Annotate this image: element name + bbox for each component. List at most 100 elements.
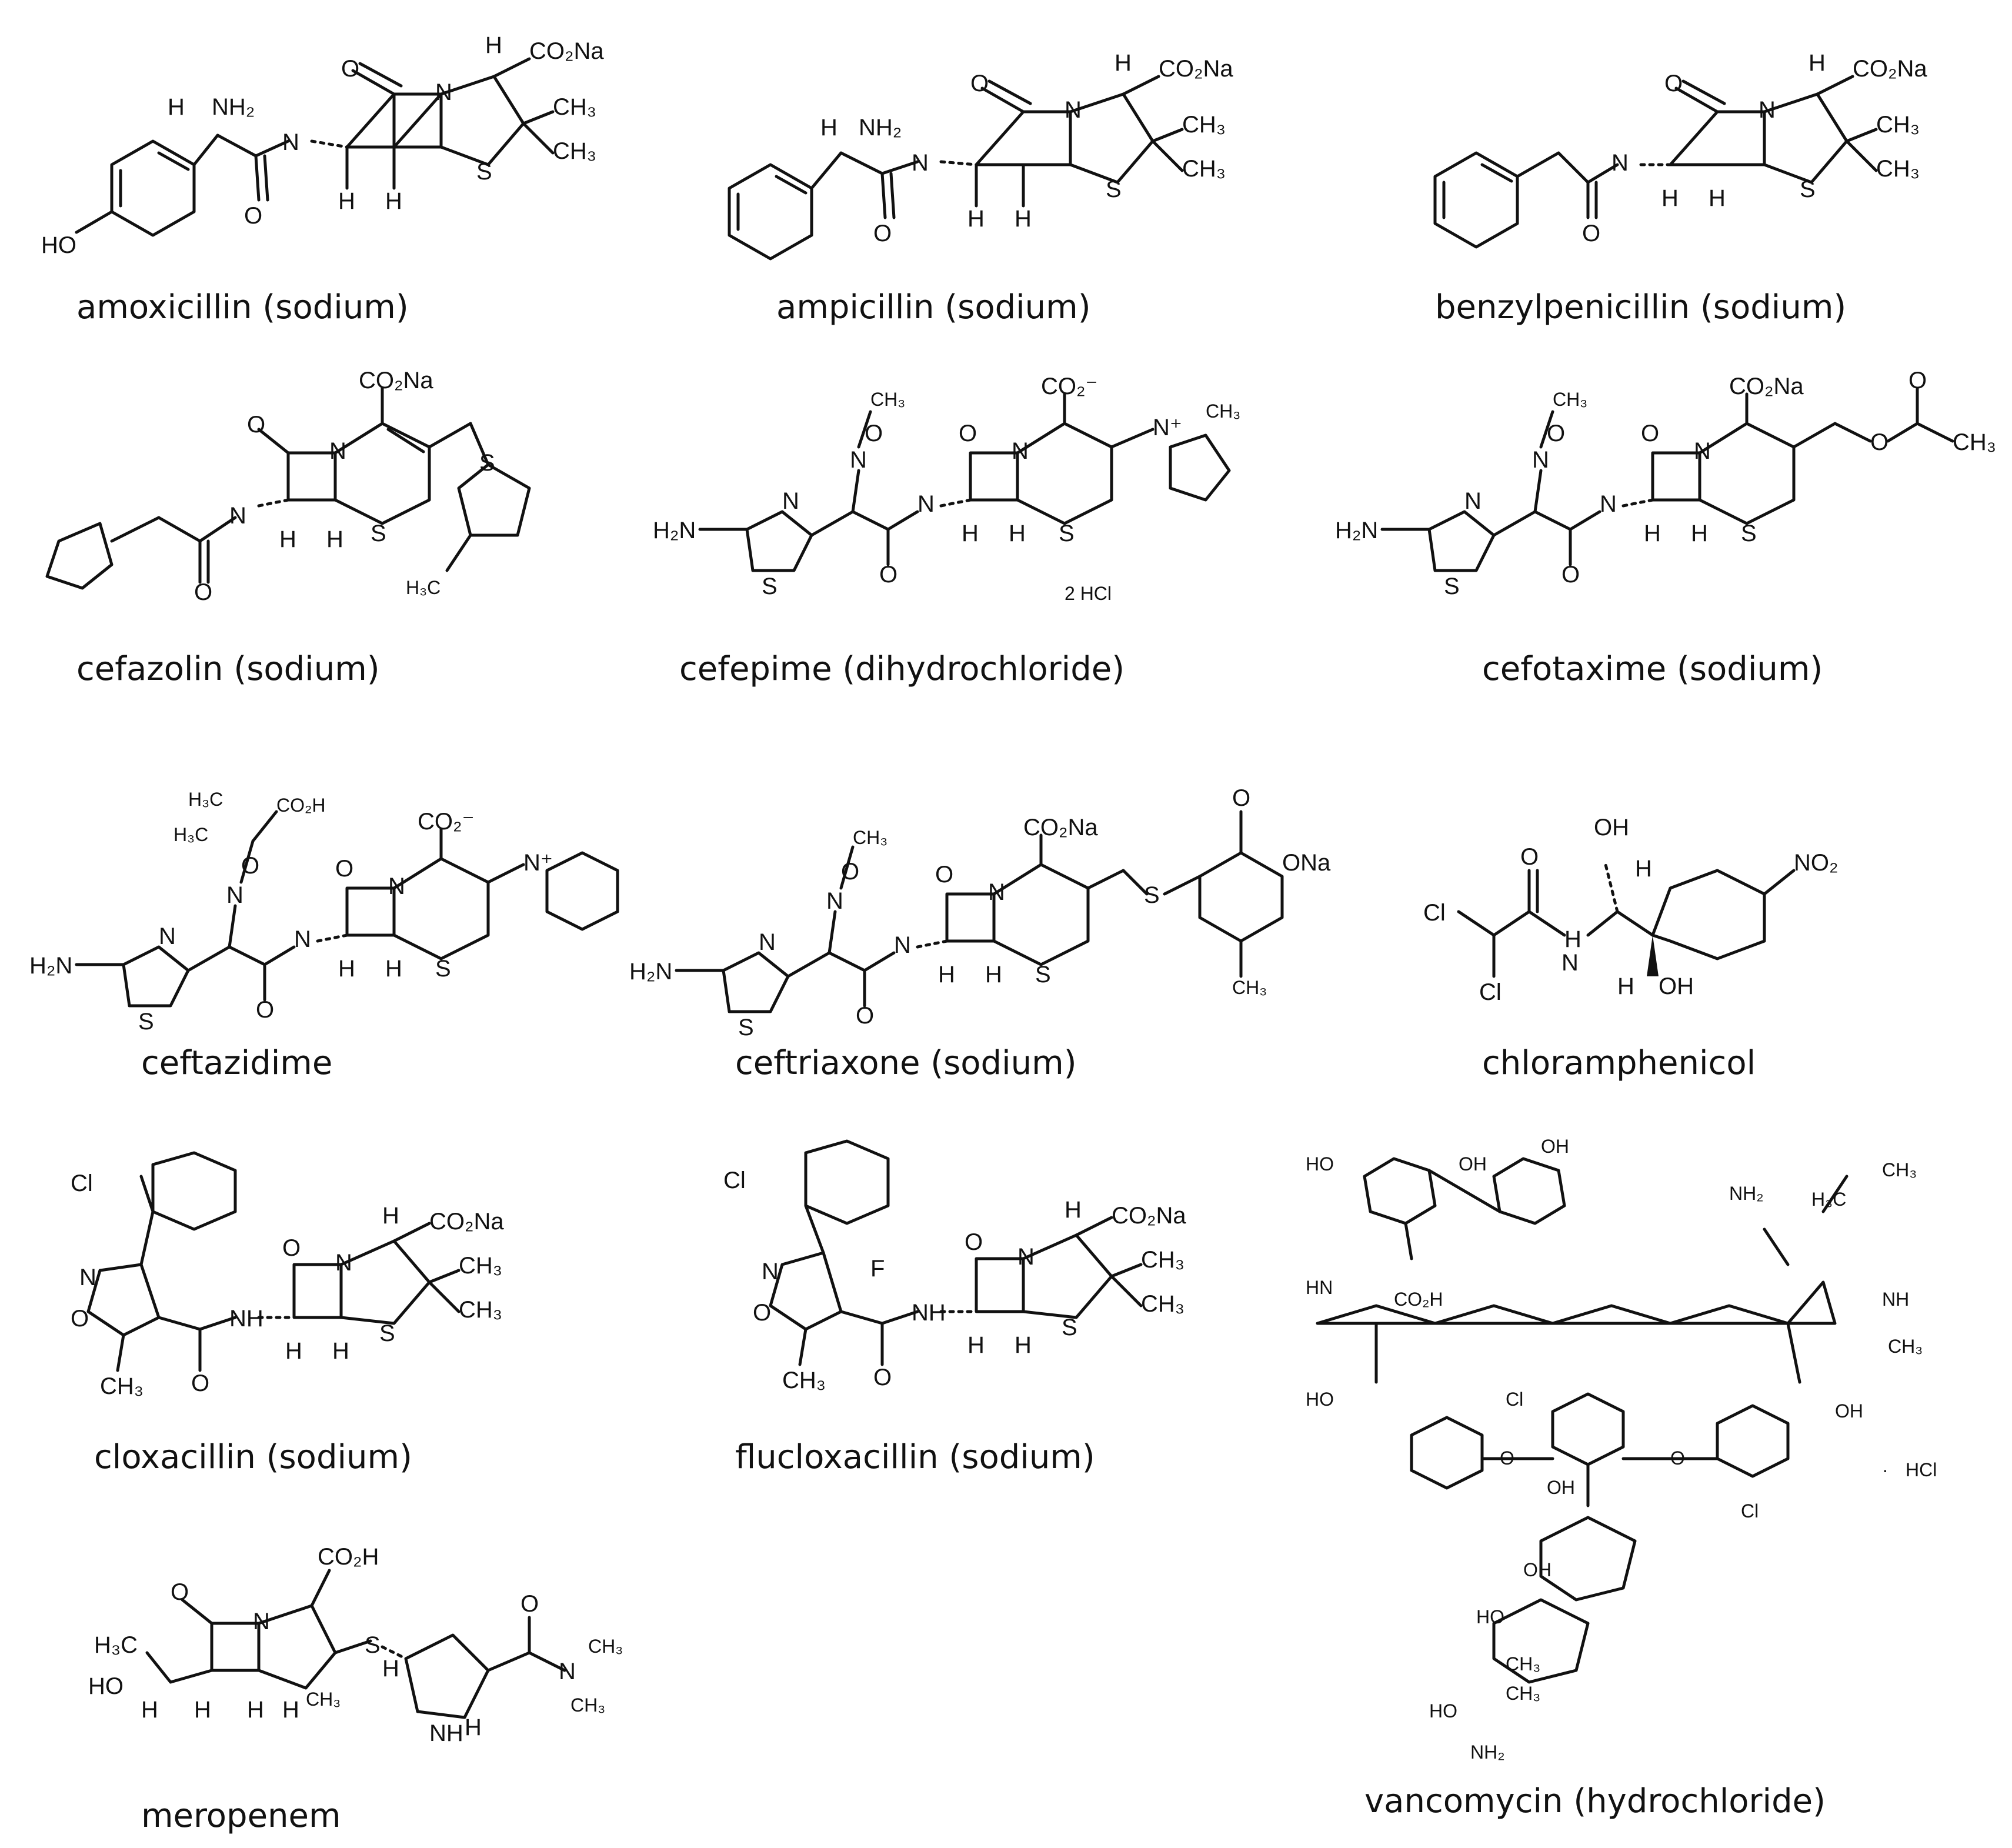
atom-oh: OH — [1541, 1136, 1569, 1157]
atom-s: S — [1035, 962, 1051, 988]
atom-ch3: CH₃ — [1876, 112, 1920, 138]
atom-h3c: H₃C — [94, 1632, 138, 1658]
atom-cl: Cl — [1506, 1389, 1523, 1410]
atom-ch3: CH₃ — [553, 94, 596, 120]
atom-h: H — [938, 962, 955, 988]
atom-h: H — [485, 32, 502, 58]
compound-name-ampicillin: ampicillin (sodium) — [776, 288, 1091, 326]
atom-n: N — [329, 438, 346, 464]
atom-o: O — [241, 853, 259, 879]
atom-h: H — [1617, 973, 1634, 999]
atom-o: O — [865, 421, 883, 446]
atom-h: H — [338, 188, 355, 214]
atom-ch3: CH₃ — [1876, 156, 1920, 182]
atom-nh2: NH₂ — [1729, 1183, 1764, 1204]
atom-h: H — [1644, 521, 1661, 546]
atom-o: O — [965, 1229, 983, 1255]
atom-o: O — [1500, 1447, 1514, 1469]
atom-o: O — [1664, 71, 1683, 96]
atom-n: N — [762, 1259, 779, 1285]
atom-ona: ONa — [1282, 850, 1331, 876]
atom-s: S — [371, 521, 386, 546]
salt-dot: · — [1882, 1459, 1888, 1480]
atom-h: H — [326, 526, 343, 552]
atom-h: H — [962, 521, 979, 546]
atom-co2na: CO₂Na — [359, 368, 433, 393]
atom-h: H — [967, 1332, 985, 1358]
atom-o: O — [873, 1365, 892, 1390]
atom-f: F — [870, 1256, 885, 1282]
atom-ho: HO — [1306, 1153, 1334, 1175]
atom-co2na: CO₂Na — [1729, 373, 1804, 399]
atom-o: O — [935, 862, 953, 888]
atom-s: S — [479, 450, 495, 476]
atom-s: S — [762, 573, 778, 599]
atom-ch3: CH₃ — [853, 827, 887, 848]
atom-s: S — [379, 1320, 395, 1346]
atom-h3c: H₃C — [406, 577, 441, 598]
atom-co2na: CO₂Na — [1853, 56, 1927, 82]
compound-name-cefepime: cefepime (dihydrochloride) — [679, 650, 1125, 688]
atom-h: H — [1015, 1332, 1032, 1358]
atom-n: N — [1017, 1244, 1035, 1270]
atom-n: N — [253, 1609, 270, 1634]
atom-n: N — [388, 873, 405, 899]
atom-o: O — [1870, 429, 1888, 455]
atom-ho: HO — [88, 1673, 124, 1699]
atom-ch3: CH₃ — [570, 1694, 605, 1716]
compound-name-ceftriaxone: ceftriaxone (sodium) — [735, 1044, 1077, 1082]
atom-n: N — [159, 923, 176, 949]
atom-n: N — [1561, 950, 1579, 976]
atom-h: H — [168, 94, 185, 120]
atom-n-plus: N⁺ — [1153, 415, 1182, 441]
atom-h: H — [820, 115, 838, 141]
atom-h: H — [1809, 50, 1826, 76]
atom-n: N — [1759, 97, 1776, 123]
atom-co2h: CO₂H — [1394, 1289, 1443, 1310]
atom-h: H — [1115, 50, 1132, 76]
atom-ch3: CH₃ — [1141, 1247, 1184, 1273]
atom-n: N — [79, 1265, 96, 1290]
atom-o: O — [341, 56, 359, 82]
atom-h: H — [194, 1697, 211, 1723]
atom-oh: OH — [1547, 1477, 1575, 1498]
atom-nh: NH — [1882, 1289, 1909, 1310]
atom-ch3: CH₃ — [1953, 429, 1996, 455]
atom-ho: HO — [41, 232, 76, 258]
atom-h: H — [247, 1697, 264, 1723]
compound-name-cefotaxime: cefotaxime (sodium) — [1482, 650, 1823, 688]
atom-h: H — [967, 206, 985, 232]
atom-ch3: CH₃ — [1888, 1336, 1923, 1357]
atom-co2-minus: CO₂⁻ — [1041, 373, 1098, 399]
atom-nh2: NH₂ — [212, 94, 255, 120]
atom-co2na: CO₂Na — [1159, 56, 1233, 82]
compound-name-amoxicillin: amoxicillin (sodium) — [76, 288, 409, 326]
atom-o: O — [970, 71, 989, 96]
atom-o: O — [247, 412, 265, 438]
atom-h: H — [1661, 185, 1679, 211]
compound-name-benzylpenicillin: benzylpenicillin (sodium) — [1435, 288, 1847, 326]
atom-nh2: NH₂ — [1470, 1742, 1505, 1763]
atom-ch3: CH₃ — [1141, 1291, 1184, 1317]
atom-o: O — [856, 1003, 874, 1029]
atom-n: N — [335, 1250, 352, 1276]
atom-n: N — [759, 929, 776, 955]
atom-oh: OH — [1835, 1400, 1863, 1422]
atom-h: H — [1691, 521, 1708, 546]
compound-name-chloramphenicol: chloramphenicol — [1482, 1044, 1756, 1082]
atom-oh: OH — [1523, 1559, 1551, 1580]
atom-o: O — [335, 856, 353, 882]
compound-name-meropenem: meropenem — [141, 1797, 341, 1835]
salt-hcl: HCl — [1906, 1459, 1937, 1480]
salt-2hcl: 2 HCl — [1065, 583, 1112, 604]
atom-nh: N — [229, 503, 246, 529]
atom-nh: N — [894, 932, 911, 958]
